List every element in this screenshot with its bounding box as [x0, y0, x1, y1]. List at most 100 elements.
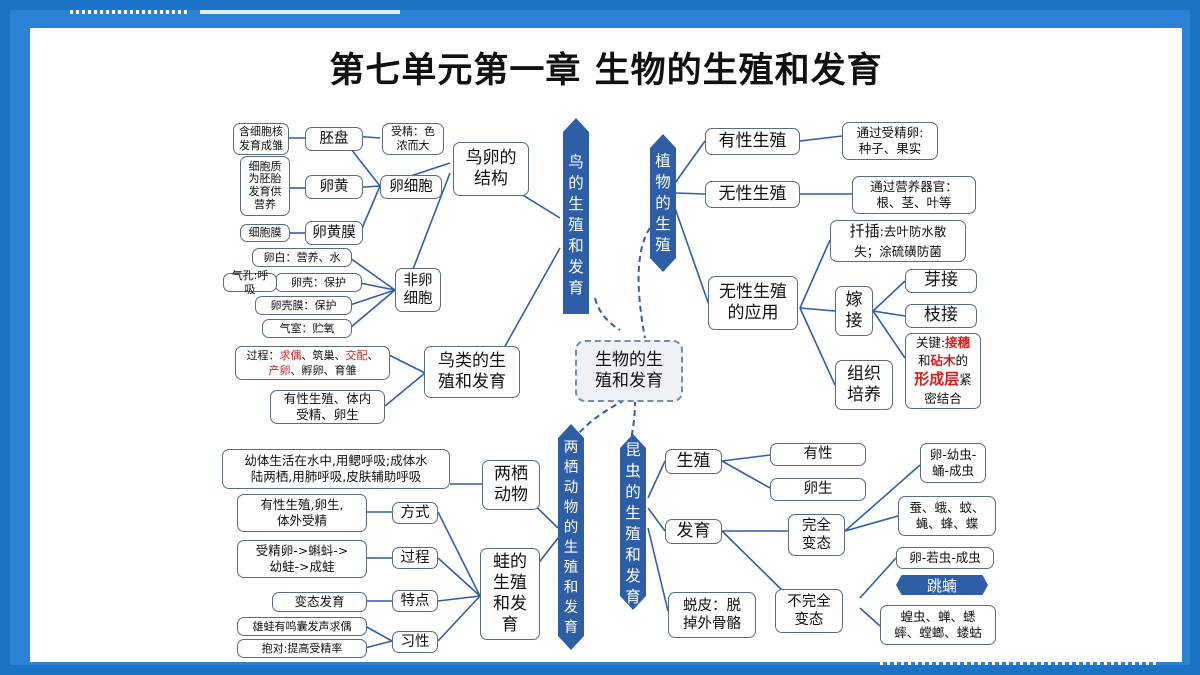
line-frog-feature [437, 595, 481, 602]
line-repro-process [384, 352, 426, 374]
ribbon-amphibian-shape [558, 424, 584, 650]
bird-fertilized-note: 受精：色 浓而大 [382, 123, 444, 155]
dashed-center-plant [637, 227, 651, 339]
frog-process-note: 受精卵->蝌蚪-> 幼蛙->成蛙 [237, 540, 367, 578]
plant-tissue-culture: 组织 培养 [835, 360, 893, 410]
ribbon-bird: 鸟的生殖和发育 [561, 140, 591, 310]
line-frog-habit [437, 595, 481, 642]
dashed-center-bird [594, 297, 621, 331]
ribbon-insect-char: 的 [625, 483, 641, 501]
line-complete-examples [844, 515, 899, 532]
ribbon-insect-char: 殖 [625, 525, 641, 543]
line-habit-note2 [364, 640, 393, 649]
frog-method: 方式 [392, 502, 438, 524]
line-repro-sexual [721, 454, 771, 462]
line-frog-method [437, 511, 481, 597]
ribbon-amphibian-char: 的 [563, 520, 579, 536]
plant-bud-graft: 芽接 [905, 269, 977, 293]
bird-features: 有性生殖、体内 受精、卵生 [270, 390, 385, 424]
insect-molting: 蜕皮：脱 掉外骨骼 [668, 592, 756, 638]
bottom-decoration [880, 661, 1160, 665]
insect-reproduction: 生殖 [665, 449, 722, 474]
plant-asexual: 无性生殖 [705, 181, 800, 208]
ribbon-insect-char: 和 [625, 546, 641, 564]
bird-reproduction: 鸟类的生 殖和发育 [424, 346, 520, 398]
ribbon-amphibian-char: 和 [563, 580, 579, 596]
line-habit-note1 [364, 625, 393, 642]
ribbon-insect-char: 育 [625, 588, 641, 606]
plant-cutting-text: 扦插:去叶防水散失；涂硫磺防菌 [849, 222, 947, 259]
plant-sexual-note: 通过受精卵: 种子、果实 [842, 122, 938, 160]
center-topic: 生物的生 殖和发育 [575, 340, 683, 402]
mind-map-canvas: 第七单元第一章 生物的生殖和发育 [30, 28, 1182, 662]
ribbon-amphibian-char: 殖 [563, 560, 579, 576]
plant-application: 无性生殖 的应用 [708, 276, 798, 330]
bird-yolk-note: 细胞质 为胚胎 发育供 营养 [240, 156, 290, 216]
insect-incomplete: 不完全 变态 [775, 589, 843, 633]
line-app-grafting [799, 307, 836, 312]
bird-membrane-note: 细胞膜 [240, 224, 290, 242]
line-app-cutting [799, 239, 831, 309]
plant-branch-graft: 枝接 [905, 304, 977, 328]
insect-incomplete-stages: 卵-若虫-成虫 [896, 547, 994, 569]
ribbon-bird-char: 发 [568, 257, 584, 276]
ribbon-insect-char: 虫 [625, 462, 641, 480]
line-non-egg-shell [359, 282, 396, 291]
frog-reproduction: 蛙的 生殖 和发 育 [480, 548, 540, 640]
top-decoration-bar [200, 10, 400, 14]
frog-habit: 习性 [392, 631, 438, 653]
bird-egg-cell: 卵细胞 [380, 175, 442, 199]
line-complete-stages [844, 464, 921, 532]
line-non-egg-air [349, 289, 396, 329]
ribbon-insect-char: 昆 [625, 441, 641, 459]
frog-method-note: 有性生殖,卵生, 体外受精 [237, 494, 367, 532]
plant-asexual-note: 通过营养器官： 根、茎、叶等 [852, 176, 976, 214]
page-title: 第七单元第一章 生物的生殖和发育 [329, 51, 883, 91]
bird-non-egg-cell: 非卵 细胞 [395, 268, 441, 312]
frog-feature: 特点 [392, 590, 438, 612]
line-non-egg-shell-membrane [349, 289, 396, 306]
ribbon-plant-char: 殖 [655, 235, 671, 254]
bird-albumen: 卵白：营养、水 [252, 248, 352, 267]
bird-blastodisc: 胚盘 [305, 127, 363, 151]
bird-process-text: 过程：求偶、筑巢、交配、产卵、孵卵、育雏 [246, 348, 379, 377]
frog-feature-note: 变态发育 [272, 592, 367, 612]
dashed-center-insect [629, 399, 636, 444]
bird-shell: 卵壳：保护 [275, 273, 362, 292]
line-sexual-note [799, 135, 843, 142]
insect-complete-stages: 卵-幼虫- 蛹-成虫 [920, 443, 986, 483]
ribbon-bird-char: 殖 [568, 215, 584, 234]
ribbon-amphibian-char: 两 [563, 440, 579, 456]
insect-incomplete-examples: 蝗虫、蝉、蟋 蟀、螳螂、蝼蛄 [880, 605, 996, 645]
ribbon-plant-char: 的 [655, 193, 671, 212]
ribbon-insect-shape [620, 434, 646, 610]
ribbon-bird-char: 的 [568, 173, 584, 192]
bird-yolk-membrane: 卵黄膜 [305, 221, 363, 245]
line-graft-key [872, 310, 906, 359]
bird-egg-structure: 鸟卵的 结构 [453, 142, 529, 196]
bird-shell-membrane: 卵壳膜：保护 [255, 296, 352, 315]
line-plant-sexual [674, 140, 706, 184]
line-dev-incomplete [721, 530, 791, 599]
insect-oviparous: 卵生 [770, 478, 866, 501]
plant-graft-key: 关键:接穗和砧木的形成层紧密结合 [905, 333, 981, 409]
line-repro-oviparous [721, 460, 771, 489]
line-graft-bud [872, 280, 906, 312]
ribbon-amphibian-char: 生 [563, 540, 579, 556]
ribbon-shapes [558, 118, 676, 650]
insect-complete: 完全 变态 [788, 514, 845, 556]
ribbon-insect: 昆虫的生殖和发育 [618, 441, 648, 606]
line-plant-application [674, 207, 711, 309]
line-insect-dev [647, 507, 666, 532]
frog-habit-note2: 抱对:提高受精率 [237, 639, 367, 658]
ribbon-bird-char: 育 [568, 278, 584, 297]
line-graft-branch [872, 310, 906, 317]
line-frog-process [437, 557, 481, 597]
ribbon-amphibian: 两栖动物的生殖和发育 [556, 438, 586, 638]
plant-sexual: 有性生殖 [705, 128, 800, 155]
insect-sexual: 有性 [770, 443, 866, 466]
line-plant-asexual [674, 192, 706, 195]
line-non-egg-albumen [349, 257, 396, 291]
insect-complete-examples: 蚕、蛾、蚊、 蝇、蜂、蝶 [898, 496, 996, 536]
plant-cutting: 扦插:去叶防水散失；涂硫磺防菌 [830, 220, 966, 262]
